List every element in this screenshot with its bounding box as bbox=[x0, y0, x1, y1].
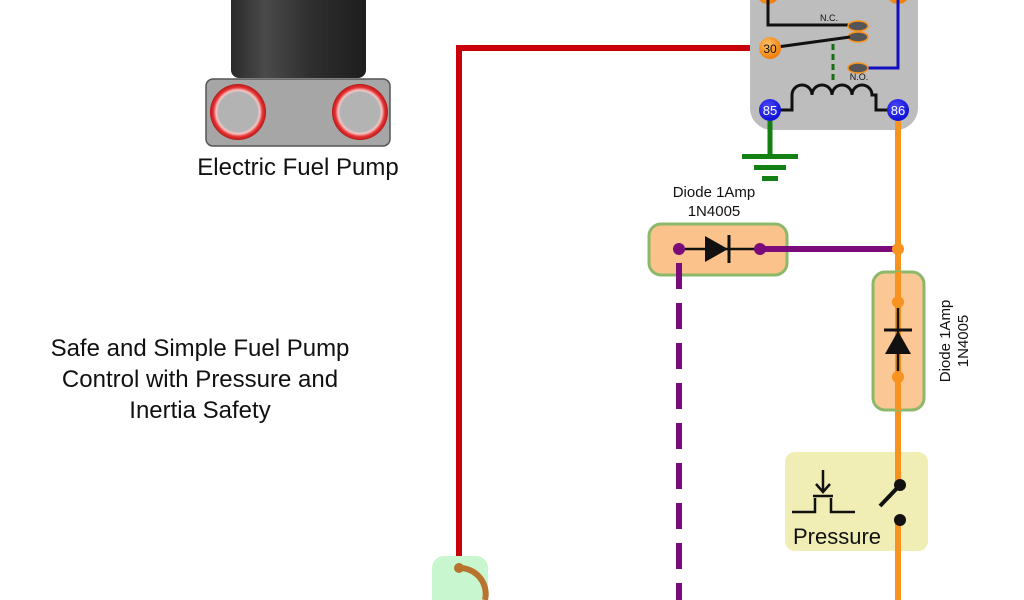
pressure-contact-bottom bbox=[894, 514, 906, 526]
relay-pin-30-label: 30 bbox=[763, 42, 777, 56]
pressure-label: Pressure bbox=[793, 524, 881, 549]
pump-terminal-left bbox=[210, 84, 266, 140]
diode-h-label-2: 1N4005 bbox=[688, 203, 741, 220]
orange-junction bbox=[892, 243, 904, 255]
title-line-3: Inertia Safety bbox=[129, 397, 270, 424]
diode-v-label-2: 1N4005 bbox=[955, 315, 972, 368]
electric-fuel-pump: Electric Fuel Pump bbox=[197, 0, 399, 181]
pressure-contact-top bbox=[894, 479, 906, 491]
relay-pin-85 bbox=[759, 99, 781, 121]
inertia-switch bbox=[432, 556, 489, 600]
pump-label: Electric Fuel Pump bbox=[197, 154, 398, 181]
inertia-switch-arc bbox=[458, 564, 489, 600]
no-contact bbox=[847, 62, 869, 74]
nc-wire bbox=[766, 0, 852, 27]
inertia-switch-box bbox=[432, 556, 488, 600]
ground-bar-3 bbox=[762, 176, 778, 181]
relay-pin-85-label: 85 bbox=[763, 103, 777, 118]
inertia-switch-pivot bbox=[454, 563, 464, 573]
red-wire bbox=[456, 45, 760, 568]
pressure-arrow-head bbox=[815, 483, 831, 494]
pump-body bbox=[231, 0, 366, 78]
ground-symbol bbox=[742, 121, 798, 181]
relay-armature bbox=[769, 35, 851, 50]
diode-vertical: Diode 1Amp 1N4005 bbox=[871, 270, 972, 412]
ground-bar-1 bbox=[742, 154, 798, 159]
relay-pin-30 bbox=[759, 37, 781, 59]
diode-h-label-1: Diode 1Amp bbox=[673, 184, 756, 201]
nc-contact bbox=[847, 20, 869, 32]
nc-label: N.C. bbox=[820, 13, 838, 23]
no-wire bbox=[868, 0, 900, 70]
pressure-switch-box bbox=[785, 452, 928, 551]
no-label: N.O. bbox=[850, 72, 869, 82]
diode-h-anode-triangle bbox=[705, 236, 728, 262]
diode-v-node-top bbox=[892, 296, 904, 308]
diagram-title: Safe and Simple Fuel Pump Control with P… bbox=[51, 335, 350, 424]
diode-horizontal: Diode 1Amp 1N4005 bbox=[647, 184, 789, 277]
relay: N.C. N.O. 30 85 86 bbox=[750, 0, 918, 130]
diode-h-node-left bbox=[673, 243, 685, 255]
common-contact bbox=[847, 31, 869, 43]
relay-coil bbox=[770, 83, 898, 112]
ground-bar-2 bbox=[754, 165, 786, 170]
diode-v-triangle bbox=[885, 331, 911, 354]
pressure-switch: Pressure bbox=[785, 440, 928, 600]
title-line-1: Safe and Simple Fuel Pump bbox=[51, 335, 350, 362]
relay-pin-86 bbox=[887, 99, 909, 121]
title-line-2: Control with Pressure and bbox=[62, 366, 338, 393]
pressure-diaphragm bbox=[792, 498, 855, 514]
relay-pin-86-label: 86 bbox=[891, 103, 905, 118]
diode-v-node-bottom bbox=[892, 371, 904, 383]
diode-v-label-1: Diode 1Amp bbox=[937, 300, 954, 383]
pump-terminal-right bbox=[332, 84, 388, 140]
